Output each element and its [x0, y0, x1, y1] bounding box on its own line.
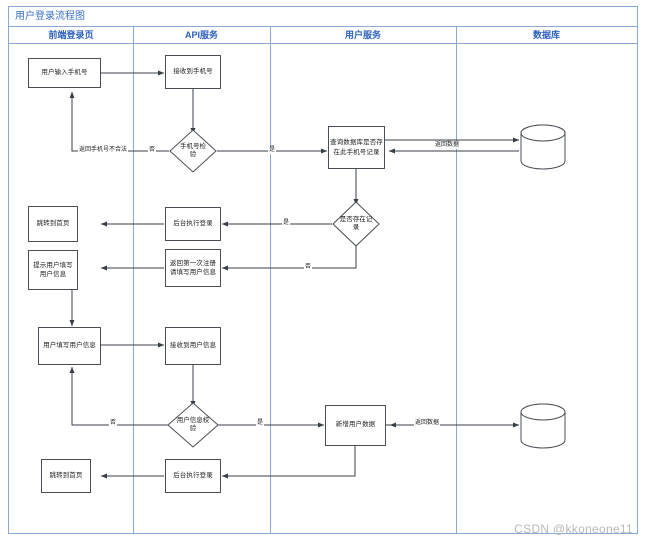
node-phone-validation-label: 手机号检验 [180, 142, 206, 159]
node-database-cylinder-1[interactable] [519, 124, 567, 170]
watermark: CSDN @kkoneone11 [514, 522, 633, 536]
swimlane-pool [8, 6, 638, 534]
node-record-exists-label: 是否存在记录 [339, 215, 373, 232]
node-database-cylinder-2[interactable] [519, 403, 567, 449]
node-user-input-phone[interactable]: 用户输入手机号 [28, 58, 101, 88]
edge-label-verify-yes: 是 [256, 419, 265, 427]
lane-header-frontend: 前端登录页 [9, 27, 133, 44]
edge-label-verify-no: 否 [109, 419, 118, 427]
node-backend-login-2[interactable]: 后台执行登录 [165, 459, 221, 493]
lane-divider-2 [270, 27, 271, 534]
node-receive-phone[interactable]: 接收到手机号 [165, 55, 221, 89]
lane-header-api: API服务 [133, 27, 270, 44]
edge-label-db-return-2: 返回数据 [414, 419, 441, 427]
node-receive-user-info[interactable]: 接收到用户信息 [165, 327, 221, 365]
node-backend-login-1[interactable]: 后台执行登录 [165, 207, 221, 241]
node-prompt-fill-user-info[interactable]: 提示用户填写用户信息 [28, 250, 78, 290]
lane-header-user-service: 用户服务 [270, 27, 456, 44]
node-insert-user-data[interactable]: 新增用户数据 [325, 405, 386, 446]
node-query-db-phone-record[interactable]: 查询数据库是否存在此手机号记录 [328, 126, 385, 169]
lane-header-database: 数据库 [456, 27, 637, 44]
diagram-title: 用户登录流程图 [9, 7, 637, 27]
node-user-fill-info[interactable]: 用户填写用户信息 [38, 327, 101, 365]
node-redirect-home-1[interactable]: 跳转到首页 [28, 206, 78, 242]
edge-label-db-return-1: 返回数据 [434, 141, 461, 149]
edge-label-phone-yes: 是 [268, 146, 277, 154]
edge-label-invalid-phone: 返回手机号不合法 [78, 146, 129, 154]
edge-label-exists-no: 否 [304, 263, 313, 271]
node-return-first-register-prompt[interactable]: 返回第一次注册请填写用户信息 [165, 249, 221, 287]
edge-label-phone-no: 否 [148, 146, 157, 154]
node-user-info-validation-label: 用户信息校验 [176, 416, 210, 433]
lane-divider-3 [456, 27, 457, 534]
node-record-exists-decision[interactable]: 是否存在记录 [332, 201, 380, 247]
node-redirect-home-2[interactable]: 跳转到首页 [41, 459, 91, 493]
node-phone-validation[interactable]: 手机号检验 [169, 129, 217, 173]
edge-label-exists-yes: 是 [282, 219, 291, 227]
node-user-info-validation[interactable]: 用户信息校验 [167, 402, 219, 448]
lane-divider-1 [133, 27, 134, 534]
